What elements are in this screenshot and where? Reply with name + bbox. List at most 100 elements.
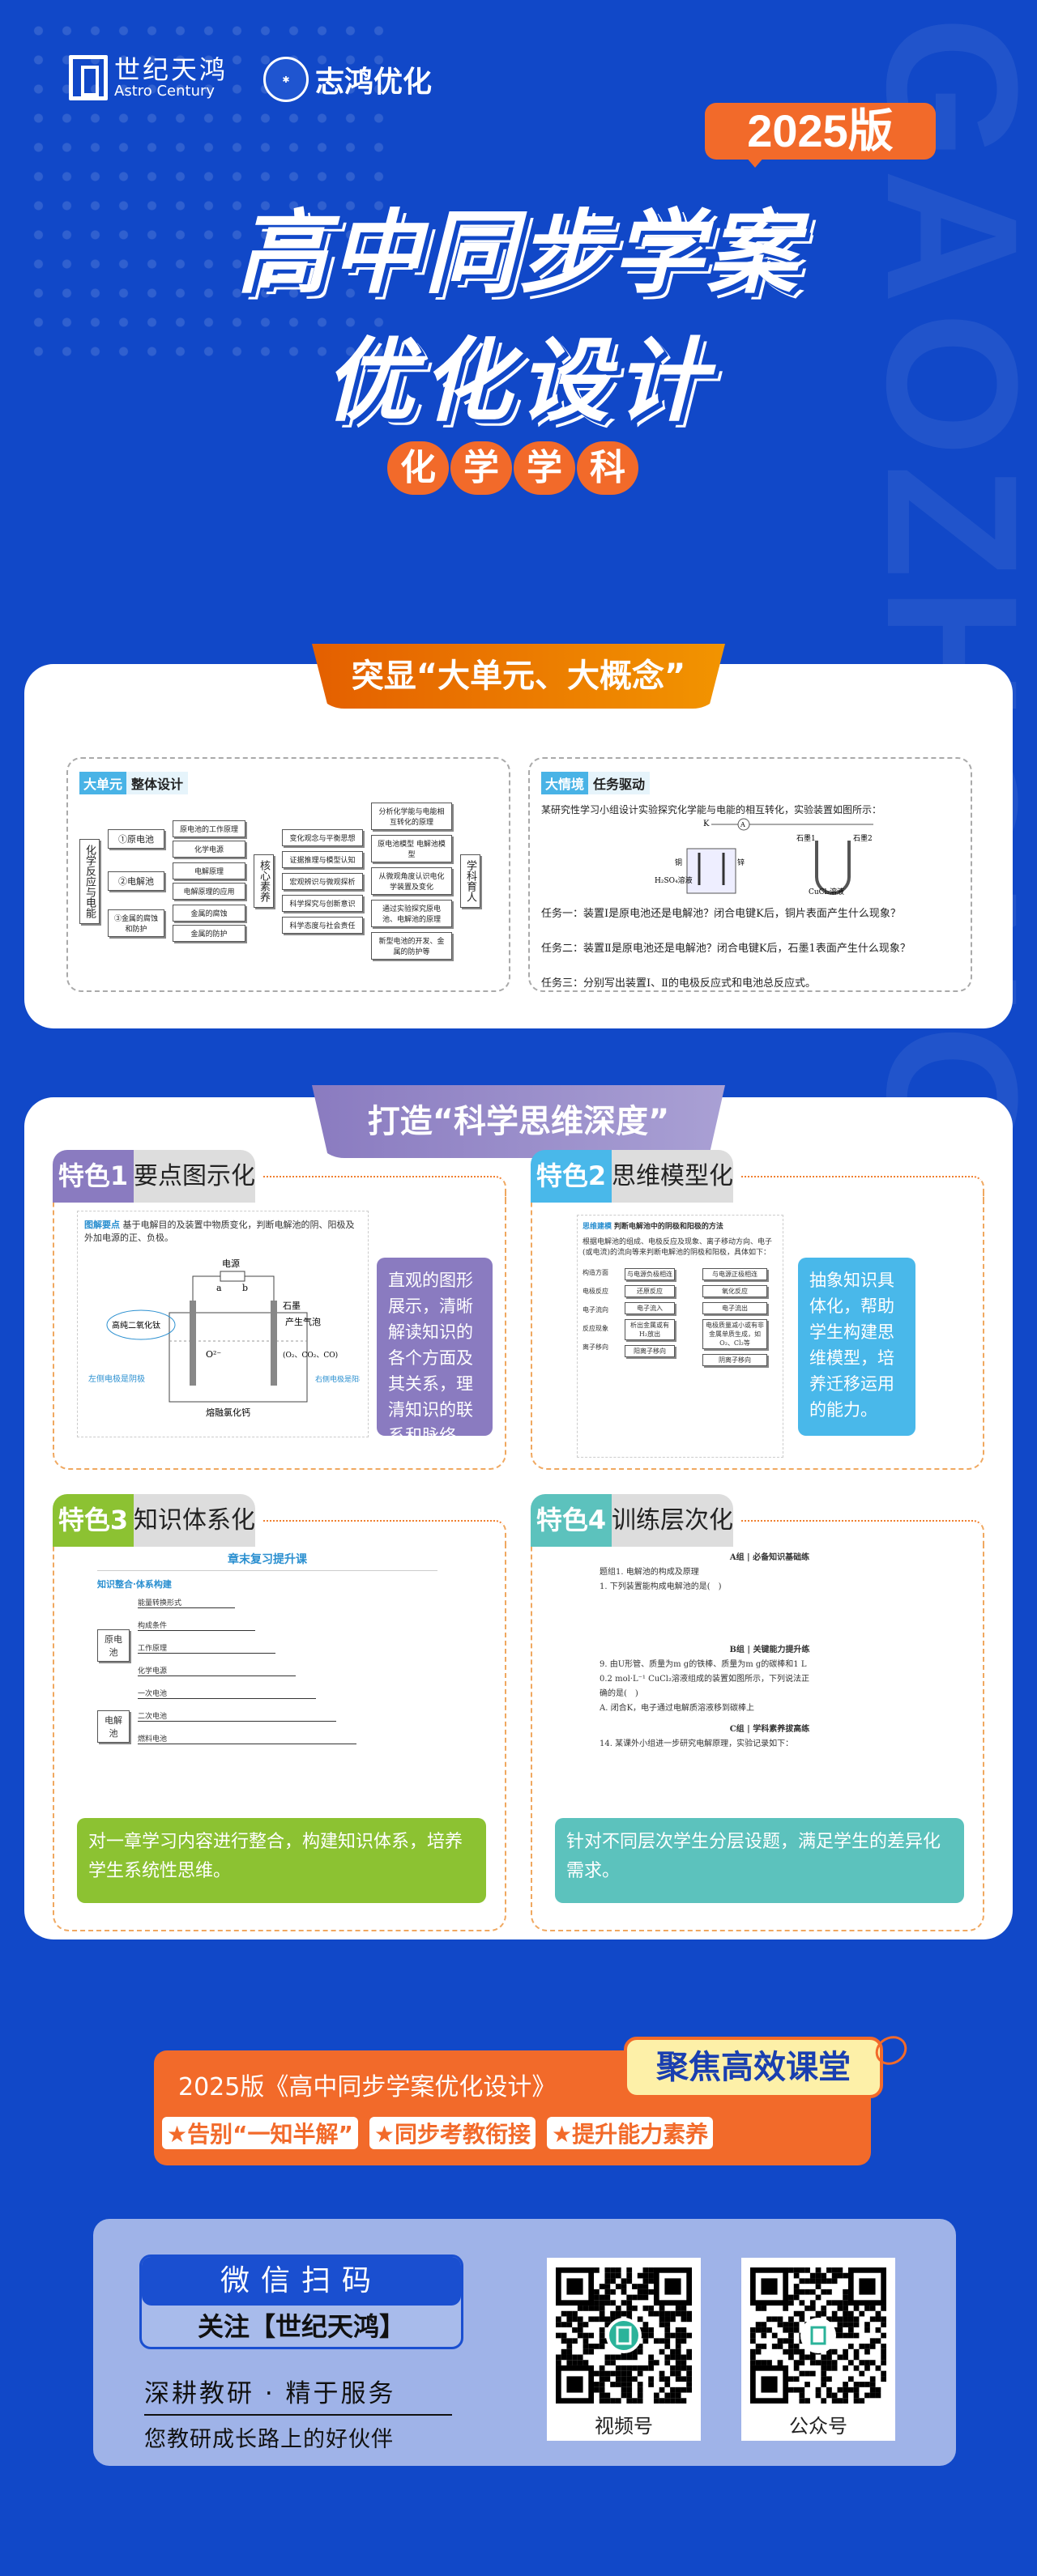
feature-1-scan: 图解要点 基于电解目的及装置中物质变化，判断电解池的阴、阳极及外加电源的正、负极… bbox=[77, 1211, 369, 1437]
unit-name: 原电池 bbox=[127, 834, 154, 845]
feature-4-desc: 针对不同层次学生分层设题，满足学生的差异化需求。 bbox=[555, 1818, 964, 1903]
group-a: A组 | 必备知识基础练 bbox=[729, 1553, 810, 1562]
subject-char: 科 bbox=[577, 441, 638, 495]
task-tag: 大情境任务驱动 bbox=[541, 772, 651, 794]
scan-line: 1. 下列装置能构成电解池的是( ) bbox=[600, 1582, 722, 1591]
task-one: 任务一：装置Ⅰ是原电池还是电解池？闭合电键K后，铜片表面产生什么现象？ bbox=[541, 908, 901, 920]
label-h2so4: H₂SO₄溶液 bbox=[655, 875, 693, 885]
feature-number: 特色4 bbox=[531, 1494, 612, 1547]
goal-node: 新型电池的开发、金属的防护等 bbox=[371, 932, 452, 960]
diagram-label: b bbox=[242, 1283, 248, 1293]
feature-2-scan: 思维建模 判断电解池中的阴极和阳极的方法 根据电解池的组成、电极反应及现象、离子… bbox=[577, 1215, 783, 1458]
logo2-text: 志鸿优化 bbox=[315, 66, 433, 99]
wechat-scan: 微信扫码 bbox=[142, 2257, 461, 2306]
tree-node: 工作原理 bbox=[138, 1642, 275, 1654]
goal-node: 从微观角度认识电化学装置及变化 bbox=[371, 867, 452, 895]
anode-node: 氧化反应 bbox=[702, 1285, 767, 1297]
literacy-node: 宏观辨识与微观探析 bbox=[282, 872, 363, 890]
promo-point: ★告别“一知半解” bbox=[162, 2117, 358, 2149]
scan-line: 14. 某课外小组进一步研究电解原理，实验记录如下： bbox=[600, 1739, 794, 1748]
task-two: 任务二：装置Ⅱ是原电池还是电解池？闭合电键K后，石墨1表面产生什么现象？ bbox=[541, 943, 911, 955]
edition-badge: 2025版 bbox=[705, 103, 936, 168]
task-three: 任务三：分别写出装置Ⅰ、Ⅱ的电极反应式和电池总反应式。 bbox=[541, 977, 816, 990]
section2-ribbon: 打造“科学思维深度” bbox=[312, 1085, 725, 1158]
zhihong-seal-icon: ✱ bbox=[263, 57, 309, 102]
tree-node: 一次电池 bbox=[138, 1688, 316, 1699]
unit-item: 金属的防护 bbox=[173, 925, 245, 942]
qr-code-icon bbox=[555, 2267, 692, 2404]
feature-number: 特色3 bbox=[53, 1494, 134, 1547]
diagram-label: a bbox=[216, 1283, 222, 1293]
tag-a: 大情境 bbox=[541, 772, 589, 794]
unit-tag: 大单元整体设计 bbox=[79, 772, 189, 794]
unit-item: 金属的腐蚀 bbox=[173, 905, 245, 922]
scan-text: 基于电解目的及装置中物质变化，判断电解池的阴、阳极及外加电源的正、负极。 bbox=[84, 1220, 355, 1243]
promo-points: ★告别“一知半解” ★同步考教衔接 ★提升能力素养 bbox=[162, 2117, 714, 2149]
cathode-node: 电子流入 bbox=[625, 1302, 675, 1314]
feature-1-frame bbox=[53, 1190, 506, 1470]
scan-line: 9. 由U形管、质量为m g的铁棒、质量为m g的碳棒和1 L 0.2 mol·… bbox=[600, 1660, 810, 1698]
diagram-label: 高纯二氧化钛 bbox=[112, 1320, 160, 1331]
literacy-node: 科学探究与创新意识 bbox=[282, 894, 363, 912]
feature-name: 要点图示化 bbox=[134, 1150, 255, 1203]
task-intro: 某研究性学习小组设计实验探究化学能与电能的相互转化，实验装置如图所示： bbox=[541, 804, 882, 815]
cathode-node: 与电源负极相连 bbox=[625, 1268, 675, 1280]
qr-official-account[interactable]: 公众号 bbox=[741, 2258, 895, 2441]
cathode-anode-model: 构造方面电极反应电子流向反应现象离子移向 与电源负极相连还原反应电子流入析出金属… bbox=[583, 1268, 778, 1366]
astro-century-mark-icon bbox=[69, 55, 108, 100]
feature-2-desc: 抽象知识具体化，帮助学生构建思维模型，培养迁移运用的能力。 bbox=[798, 1258, 915, 1436]
label-graphite2: 石墨2 bbox=[853, 834, 873, 843]
diagram-label: 电源 bbox=[222, 1258, 240, 1269]
model-row-label: 离子移向 bbox=[583, 1343, 608, 1351]
qr-video[interactable]: 视频号 bbox=[547, 2258, 701, 2441]
qr-label: 公众号 bbox=[789, 2415, 847, 2438]
diagram-label: 熔融氯化钙 bbox=[206, 1407, 250, 1418]
scan-title: 思维建模 bbox=[583, 1223, 612, 1231]
anode-node: 阴离子移向 bbox=[702, 1354, 767, 1366]
feature-1-desc: 直观的图形展示，清晰解读知识的各个方面及其关系，理清知识的联系和脉络。 bbox=[377, 1258, 493, 1446]
goal-node: 原电池模型 电解池模型 bbox=[371, 835, 452, 862]
tree-node: 化学电源 bbox=[138, 1665, 296, 1676]
promo-point: ★同步考教衔接 bbox=[369, 2117, 536, 2149]
literacy-node: 变化观念与平衡思想 bbox=[282, 828, 363, 846]
diagram-label: 右侧电极是阳极 bbox=[315, 1374, 360, 1384]
scan-text: 根据电解池的组成、电极反应及现象、离子移动方向、电子(或电流)的流向等来判断电解… bbox=[583, 1238, 773, 1257]
label-graphite1: 石墨1 bbox=[796, 834, 816, 843]
tree-root-node: 电解池 bbox=[97, 1710, 130, 1743]
label-k: K bbox=[703, 820, 710, 828]
section1-ribbon: 突显“大单元、大概念” bbox=[312, 644, 725, 709]
tag-b: 任务驱动 bbox=[588, 772, 651, 794]
tree-node: 能量转换形式 bbox=[138, 1597, 235, 1608]
focus-tag: 聚焦高效课堂 bbox=[624, 2037, 883, 2098]
knowledge-tree: 原电池电解池 能量转换形式构成条件工作原理化学电源一次电池二次电池燃料电池 bbox=[97, 1597, 437, 1744]
scan-heading: 判断电解池中的阴极和阳极的方法 bbox=[613, 1223, 723, 1231]
tree-node: 构成条件 bbox=[138, 1620, 255, 1631]
feature-number: 特色1 bbox=[53, 1150, 134, 1203]
unit-item: 电解原理的应用 bbox=[173, 883, 245, 900]
literacy-node: 证据推理与模型认知 bbox=[282, 850, 363, 868]
feature-4-frame bbox=[531, 1543, 984, 1931]
follow-account: 关注【世纪天鸿】 bbox=[197, 2311, 405, 2342]
anode-node: 与电源正极相连 bbox=[702, 1268, 767, 1280]
task-driven-scan: 大情境任务驱动 某研究性学习小组设计实验探究化学能与电能的相互转化，实验装置如图… bbox=[528, 757, 972, 992]
scan-title: 图解要点 bbox=[84, 1220, 120, 1230]
diagram-label: (O₂、CO₂、CO) bbox=[283, 1351, 338, 1360]
diagram-label: O²⁻ bbox=[206, 1349, 221, 1360]
scan-line: A. 闭合K，电子通过电解质溶液移到碳棒上 bbox=[600, 1704, 755, 1713]
core-literacy: 核心素养 bbox=[254, 854, 274, 908]
unit-number: ③ bbox=[113, 915, 122, 923]
subject-char: 化 bbox=[387, 441, 449, 495]
feature-name: 思维模型化 bbox=[612, 1150, 733, 1203]
anode-node: 电子流出 bbox=[702, 1302, 767, 1314]
unit-item: 电解原理 bbox=[173, 862, 245, 879]
feature-3-scan: 章末复习提升课 知识整合·体系构建 原电池电解池 能量转换形式构成条件工作原理化… bbox=[97, 1551, 437, 1761]
feature-name: 知识体系化 bbox=[134, 1494, 255, 1547]
subject-char: 学 bbox=[450, 441, 512, 495]
model-row-label: 电极反应 bbox=[583, 1288, 608, 1295]
